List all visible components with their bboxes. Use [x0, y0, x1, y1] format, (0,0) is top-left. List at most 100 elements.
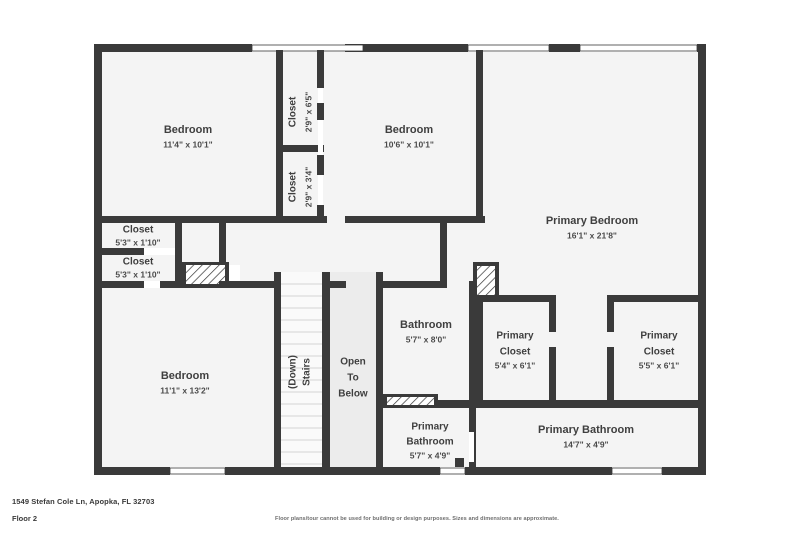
- label-bedroom-sw-name: Bedroom: [161, 370, 210, 382]
- label-pcloset2-line2: Closet: [644, 347, 675, 358]
- label-stairs-sub: (Down): [288, 355, 299, 389]
- wall-mid-c: [376, 281, 440, 288]
- label-closet-lower-dim: 2'9" x 3'4": [303, 167, 313, 207]
- wall-right: [698, 44, 706, 475]
- label-closet-lower-name: Closet: [288, 171, 299, 202]
- bifold-door-hatch-1: [186, 265, 225, 284]
- window-jamb-2a: [572, 44, 580, 52]
- window-bot-1: [169, 467, 226, 475]
- wall-open-right: [376, 272, 383, 475]
- wall-hall-top-a: [94, 216, 182, 223]
- label-pbath-s-line1: Primary: [411, 422, 449, 433]
- wall-closet-right-d: [317, 205, 324, 223]
- wall-hall-top-d: [345, 216, 485, 223]
- wall-pcloset1-top: [476, 295, 556, 302]
- wall-pcloset1-left: [476, 295, 483, 400]
- wall-bedroom-n-right: [476, 50, 483, 223]
- label-open-line2: To: [347, 373, 358, 384]
- label-pcloset2-line1: Primary: [640, 331, 678, 342]
- label-closet-upper-name: Closet: [288, 96, 299, 127]
- wall-mid-b: [322, 281, 346, 288]
- label-closet-hall1-dim: 5'3" x 1'10": [115, 237, 160, 247]
- label-pbath-s-line2: Bathroom: [406, 437, 453, 448]
- wall-stairs-right: [322, 272, 330, 475]
- wall-mid-a: [226, 281, 281, 288]
- label-closet-lower-dim-group: 2'9" x 3'4": [303, 167, 313, 207]
- wall-bathroom-right: [469, 281, 476, 400]
- wall-post-1: [455, 458, 464, 467]
- label-bedroom-n-name: Bedroom: [385, 124, 434, 136]
- label-pcloset1-line2: Closet: [500, 347, 531, 358]
- pbath-door-opening: [469, 432, 474, 462]
- label-closet-upper-dim-group: 2'9" x 6'5": [303, 92, 313, 132]
- disclaimer-text: Floor plans/tour cannot be used for buil…: [275, 516, 559, 522]
- label-closet-hall1-name: Closet: [123, 225, 154, 236]
- wall-hall-top-b: [182, 216, 259, 223]
- label-bathroom-name: Bathroom: [400, 319, 452, 331]
- hall-closet-opening-1: [144, 248, 175, 255]
- label-pbath-s-dim: 5'7" x 4'9": [410, 450, 450, 460]
- wall-bottom: [94, 467, 706, 475]
- window-top-2: [467, 44, 550, 52]
- wall-top-a: [94, 44, 244, 52]
- bifold-door-hatch-2: [387, 397, 434, 405]
- wall-closet-left: [276, 50, 283, 223]
- wall-closet-divider: [276, 145, 324, 152]
- closet-door-opening-1: [318, 88, 323, 103]
- label-open-line3: Below: [338, 389, 368, 400]
- label-bedroom-nw-name: Bedroom: [164, 124, 213, 136]
- windows-bottom: [169, 467, 663, 475]
- label-pbath-e-name: Primary Bathroom: [538, 424, 634, 436]
- floor-label: Floor 2: [12, 514, 38, 523]
- wall-pcloset2-bottom: [607, 400, 706, 408]
- wall-closet-right-c: [317, 155, 324, 175]
- label-closet-upper-group: Closet: [288, 96, 299, 127]
- label-pcloset1-line1: Primary: [496, 331, 534, 342]
- window-bot-2: [439, 467, 466, 475]
- label-pbath-e-dim: 14'7" x 4'9": [563, 439, 608, 449]
- wall-hall-left: [219, 223, 226, 265]
- wall-pcloset2-top: [607, 295, 705, 302]
- room-labels: Bedroom 11'4" x 10'1" Closet 2'9" x 6'5"…: [115, 92, 679, 460]
- window-jamb-1a: [244, 44, 252, 52]
- wall-pcloset2-left-b: [607, 347, 614, 400]
- wall-closet-hall-divider: [94, 248, 182, 255]
- wall-closet-right-a: [317, 50, 324, 88]
- wall-left: [94, 44, 102, 475]
- wall-hall-right-b: [440, 265, 447, 288]
- wall-closet-hall-bot-a: [94, 281, 144, 288]
- label-bedroom-sw-dim: 11'1" x 13'2": [160, 385, 209, 395]
- label-stairs-group: Stairs: [302, 358, 313, 386]
- label-closet-hall2-dim: 5'3" x 1'10": [115, 269, 160, 279]
- wall-bathroom-bottom-b: [441, 400, 476, 408]
- open-to-below-fill: [330, 272, 376, 471]
- window-jamb-3a: [549, 44, 557, 52]
- wall-pcloset1-right-b: [549, 347, 556, 400]
- window-top-3: [579, 44, 698, 52]
- label-bedroom-n-dim: 10'6" x 10'1": [384, 139, 434, 149]
- window-bot-3: [611, 467, 663, 475]
- stairs-fill: [281, 272, 322, 471]
- label-primary-bedroom-dim: 16'1" x 21'8": [567, 230, 617, 240]
- wall-hall-top-b2: [259, 216, 266, 223]
- hall-closet-opening-2: [144, 281, 160, 288]
- label-closet-hall2-name: Closet: [123, 257, 154, 268]
- property-address: 1549 Stefan Cole Ln, Apopka, FL 32703: [12, 497, 155, 506]
- wall-hall-left-b: [219, 281, 226, 288]
- label-pcloset1-dim: 5'4" x 6'1": [495, 360, 535, 370]
- wall-hall-right: [440, 223, 447, 265]
- windows-top: [251, 44, 698, 52]
- wall-pbath-top-gap: [556, 400, 607, 408]
- label-closet-upper-dim: 2'9" x 6'5": [303, 92, 313, 132]
- label-open-line1: Open: [340, 357, 366, 368]
- wall-hall-top-c: [266, 216, 327, 223]
- wall-pcloset1-bottom: [476, 400, 556, 408]
- label-stairs-sub-group: (Down): [288, 355, 299, 389]
- wall-pcloset2-left-a: [607, 295, 614, 332]
- label-closet-lower-group: Closet: [288, 171, 299, 202]
- wall-closet-right-b: [317, 103, 324, 120]
- window-top-1: [251, 44, 364, 52]
- label-bedroom-nw-dim: 11'4" x 10'1": [163, 139, 212, 149]
- label-bathroom-dim: 5'7" x 8'0": [406, 334, 446, 344]
- wall-stairs-left: [274, 272, 281, 475]
